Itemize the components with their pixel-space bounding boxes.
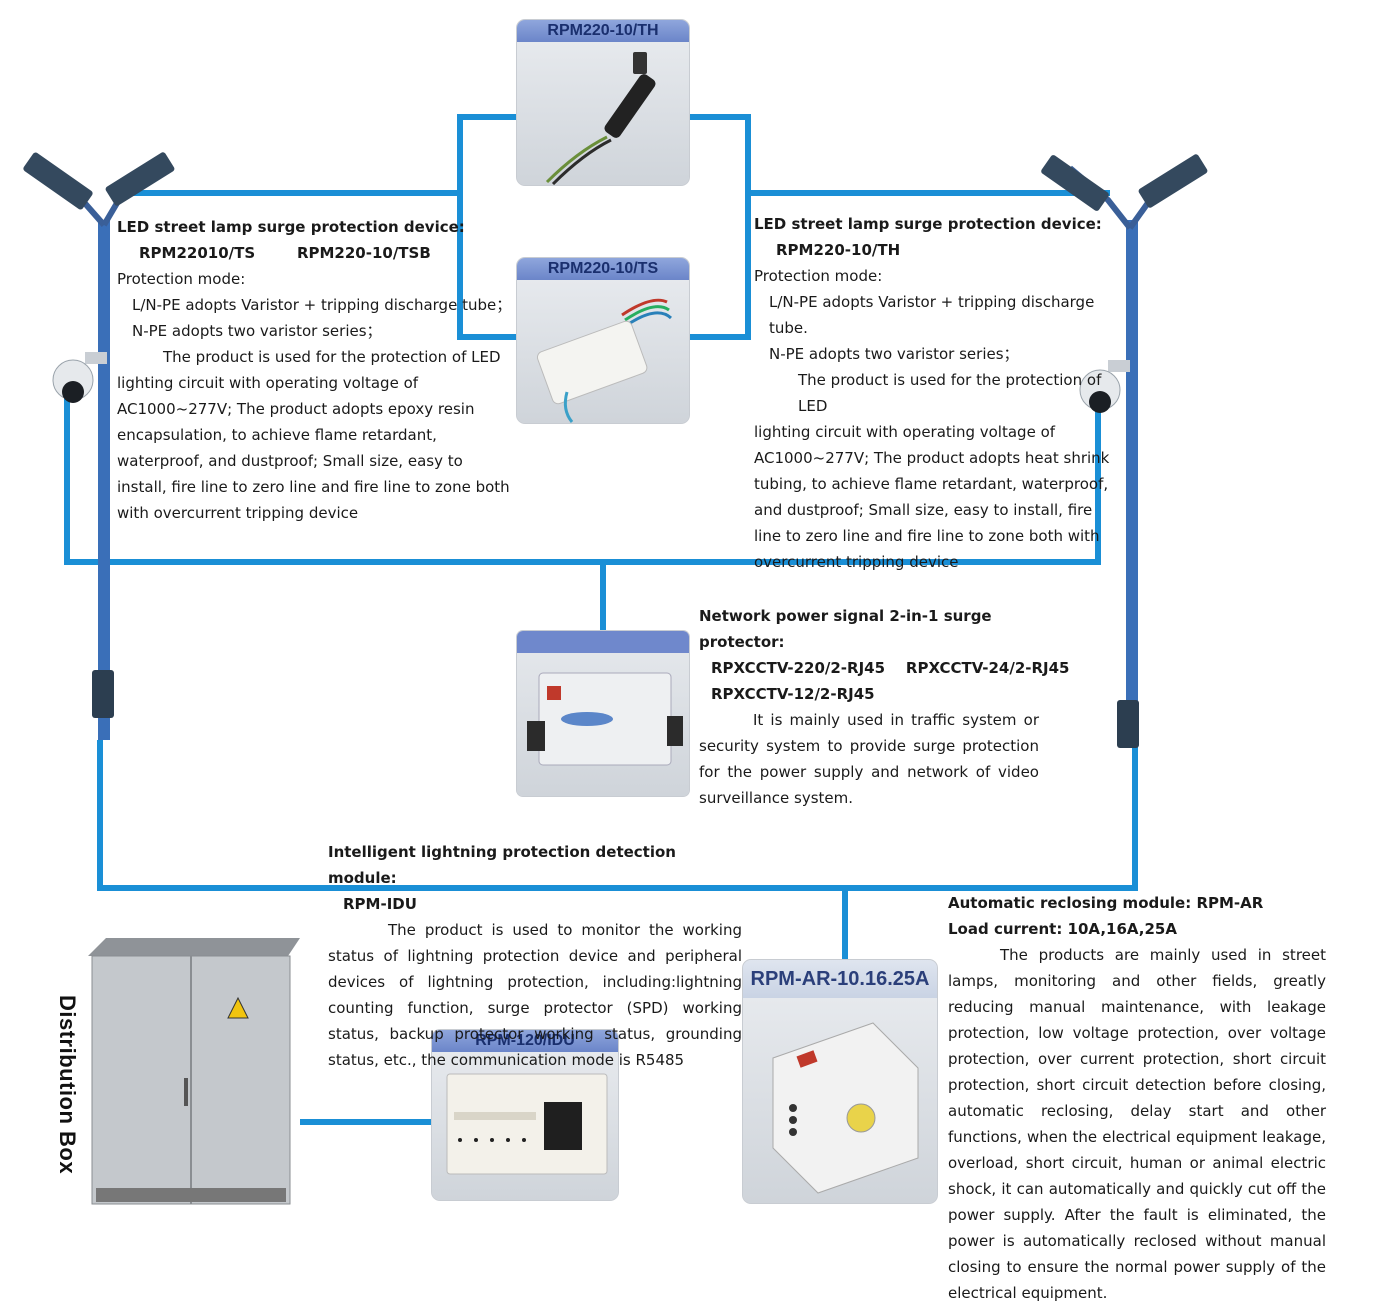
wire-ts-right <box>690 193 751 340</box>
distribution-box <box>88 938 300 1206</box>
left-lamp-mode-line2: N-PE adopts two varistor series； <box>132 322 382 340</box>
ts-device-image <box>536 298 673 423</box>
idu-device-image <box>446 1073 608 1175</box>
right-lamp-title: LED street lamp surge protection device: <box>754 215 1102 233</box>
idu-model: RPM-IDU <box>343 895 417 913</box>
wire-lower-bus <box>97 740 1138 891</box>
distribution-box-label: Distribution Box <box>55 995 80 1175</box>
device-card-th: RPM220-10/TH <box>517 20 689 185</box>
ar-desc: The products are mainly used in street l… <box>948 946 1326 1302</box>
device-card-ts: RPM220-10/TS <box>517 258 689 423</box>
network-device-image <box>517 631 689 766</box>
ar-device-image <box>772 1022 919 1194</box>
ar-description: Automatic reclosing module: RPM-AR Load … <box>948 890 1326 1306</box>
idu-desc: The product is used to monitor the worki… <box>328 921 742 1069</box>
idu-description: Intelligent lightning protection detecti… <box>328 839 742 1073</box>
ar-load: Load current: 10A,16A,25A <box>948 920 1177 938</box>
wire-ts-left <box>457 193 518 340</box>
right-lamp-description: LED street lamp surge protection device:… <box>754 211 1122 575</box>
distribution-box-image <box>88 938 300 1205</box>
wire-top-right <box>690 114 1110 196</box>
left-street-lamp <box>23 152 175 740</box>
right-lamp-desc-first: The product is used for the protection o… <box>798 371 1102 415</box>
th-device-image <box>545 52 656 185</box>
network-description: Network power signal 2-in-1 surge protec… <box>699 603 1070 811</box>
right-lamp-mode-title: Protection mode: <box>754 267 883 285</box>
right-lamp-mode-line1: L/N-PE adopts Varistor + tripping discha… <box>769 293 1095 337</box>
right-lamp-mode-line2: N-PE adopts two varistor series； <box>769 345 1019 363</box>
network-models-line1: RPXCCTV-220/2-RJ45 RPXCCTV-24/2-RJ45 <box>711 659 1070 677</box>
left-lamp-mode-title: Protection mode: <box>117 270 246 288</box>
idu-title: Intelligent lightning protection detecti… <box>328 843 676 887</box>
wire-top-left <box>120 114 518 196</box>
device-label-ar: RPM-AR-10.16.25A <box>743 960 937 998</box>
left-lamp-mode-line1: L/N-PE adopts Varistor + tripping discha… <box>132 296 512 314</box>
device-card-ar: RPM-AR-10.16.25A <box>743 960 937 1203</box>
left-lamp-models: RPM22010/TS RPM220-10/TSB <box>139 244 431 262</box>
network-desc: It is mainly used in traffic system or s… <box>699 711 1039 807</box>
device-card-network <box>517 631 689 796</box>
network-models-line2: RPXCCTV-12/2-RJ45 <box>711 685 875 703</box>
right-street-lamp <box>1041 154 1208 748</box>
right-lamp-models: RPM220-10/TH <box>776 241 901 259</box>
device-label-ts: RPM220-10/TS <box>517 258 689 280</box>
ar-title: Automatic reclosing module: RPM-AR <box>948 894 1264 912</box>
device-card-idu: RPM-120/IDU <box>432 1030 618 1200</box>
left-lamp-desc-rest: lighting circuit with operating voltage … <box>117 374 510 522</box>
network-title: Network power signal 2-in-1 surge protec… <box>699 607 992 651</box>
left-lamp-description: LED street lamp surge protection device:… <box>117 214 517 526</box>
right-lamp-desc-rest: lighting circuit with operating voltage … <box>754 423 1110 571</box>
device-label-th: RPM220-10/TH <box>517 20 689 42</box>
wire-middle-bus <box>64 390 1101 565</box>
device-label-idu: RPM-120/IDU <box>432 1030 618 1052</box>
left-lamp-title: LED street lamp surge protection device: <box>117 218 465 236</box>
left-lamp-desc-first: The product is used for the protection o… <box>163 348 501 366</box>
